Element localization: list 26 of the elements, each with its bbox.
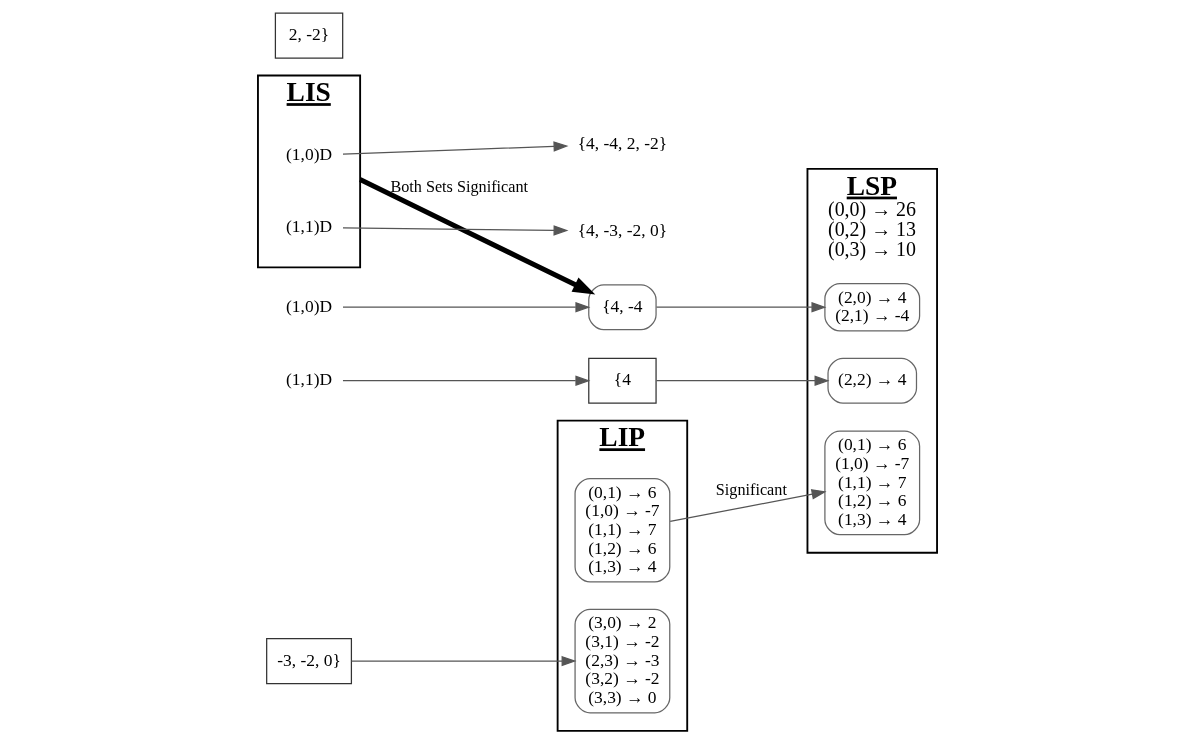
node-box: (2,2) → 4 (826, 357, 917, 404)
node-box: (2,0) → 4 (2,1) → -4 (823, 282, 920, 332)
node-box: (0,1) → 6 (1,0) → -7 (1,1) → 7 (1,2) → 6 (1,3) → 4 (823, 430, 920, 536)
arrow (358, 177, 595, 295)
node-box: 2, -2} (274, 12, 343, 59)
arrow (341, 225, 568, 236)
arrow (655, 301, 826, 313)
arrow (669, 489, 827, 522)
arrow (655, 375, 829, 386)
arrow (350, 655, 577, 667)
node-text: (1,0)D (285, 143, 332, 164)
arrow (341, 375, 590, 386)
arrow (341, 141, 568, 155)
node-box: (0,1) → 6 (1,0) → -7 (1,1) → 7 (1,2) → 6 (1,3) → 4 (573, 477, 670, 583)
edge-label: Significant (715, 480, 787, 499)
node-text: {4, -4, 2, -2} (577, 132, 667, 153)
node-text: (1,1)D (285, 216, 332, 237)
node-box: {4, -4 (587, 284, 657, 331)
node-box: {4 (587, 357, 657, 404)
node-text: (1,1)D (285, 369, 332, 390)
arrow (341, 301, 590, 313)
node-box: -3, -2, 0} (265, 638, 352, 685)
node-text: {4, -3, -2, 0} (577, 219, 667, 240)
node-text: (1,0)D (285, 295, 332, 316)
edge-label: Both Sets Significant (389, 177, 528, 196)
node-box: (3,0) → 2 (3,1) → -2 (2,3) → -3 (3,2) → -2 (3,3) → 0 (573, 608, 670, 714)
